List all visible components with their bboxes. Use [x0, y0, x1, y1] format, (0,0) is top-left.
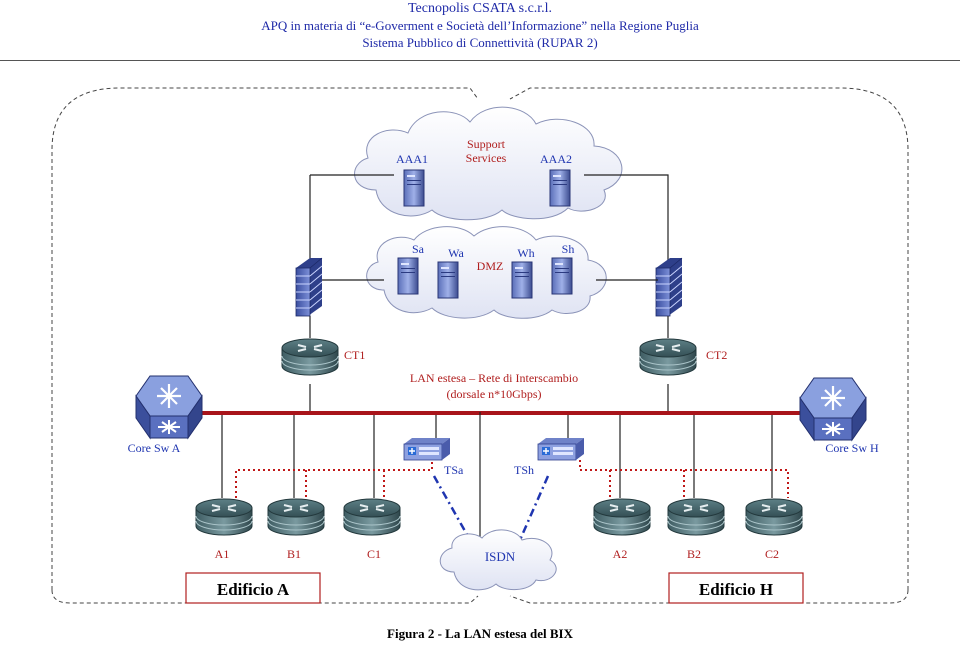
router-a2-label: A2 — [613, 547, 628, 561]
document-header: Tecnopolis CSATA s.c.r.l. APQ in materia… — [0, 0, 960, 51]
isdn-label: ISDN — [485, 549, 516, 564]
header-line-system: Sistema Pubblico di Connettività (RUPAR … — [362, 35, 598, 50]
firewall-left-icon — [295, 257, 323, 317]
header-line-project: APQ in materia di “e-Goverment e Società… — [261, 18, 699, 33]
router-c1-icon — [343, 498, 401, 536]
isdn-cloud — [439, 529, 557, 591]
wh-label: Wh — [517, 246, 534, 260]
ct1-router-icon — [281, 338, 339, 376]
sa-label: Sa — [412, 242, 425, 256]
aaa2-server-icon — [549, 169, 571, 207]
support-services-label-line1: Support — [467, 137, 506, 151]
building-h-box — [668, 572, 804, 604]
core-switch-a-icon — [134, 374, 204, 440]
router-a1-icon — [195, 498, 253, 536]
core-sw-h-label: Core Sw H — [825, 441, 879, 455]
sa-server-icon — [397, 257, 419, 295]
backbone-bus — [190, 411, 822, 415]
sh-label: Sh — [562, 242, 575, 256]
wh-server-icon — [511, 261, 533, 299]
tsh-label: TSh — [514, 463, 534, 477]
ct2-router-icon — [639, 338, 697, 376]
wa-server-icon — [437, 261, 459, 299]
sh-server-icon — [551, 257, 573, 295]
support-services-label-line2: Services — [466, 151, 507, 165]
ct2-label: CT2 — [706, 348, 727, 362]
router-b2-icon — [667, 498, 725, 536]
wa-label: Wa — [448, 246, 464, 260]
router-b2-label: B2 — [687, 547, 701, 561]
building-h-label: Edificio H — [699, 580, 773, 599]
router-a2-icon — [593, 498, 651, 536]
header-line-company: Tecnopolis CSATA s.c.r.l. — [407, 1, 553, 16]
building-a-box — [185, 572, 321, 604]
core-switch-h-icon — [798, 376, 868, 442]
dmz-cloud — [366, 226, 607, 319]
ct1-label: CT1 — [344, 348, 365, 362]
backbone-capacity-label: (dorsale n*10Gbps) — [447, 387, 542, 401]
aaa1-server-icon — [403, 169, 425, 207]
figure-caption: Figura 2 - La LAN estesa del BIX — [387, 626, 573, 641]
header-divider — [0, 60, 960, 61]
aaa2-label: AAA2 — [540, 152, 572, 166]
router-c2-icon — [745, 498, 803, 536]
core-sw-a-label: Core Sw A — [128, 441, 181, 455]
dmz-label: DMZ — [477, 259, 504, 273]
tsh-terminal-server-icon — [537, 437, 585, 461]
router-b1-icon — [267, 498, 325, 536]
router-c1-label: C1 — [367, 547, 381, 561]
firewall-right-icon — [655, 257, 683, 317]
tsa-label: TSa — [444, 463, 464, 477]
tsa-terminal-server-icon — [403, 437, 451, 461]
lan-estesa-label: LAN estesa – Rete di Interscambio — [410, 371, 578, 385]
router-c2-label: C2 — [765, 547, 779, 561]
building-a-label: Edificio A — [217, 580, 290, 599]
aaa1-label: AAA1 — [396, 152, 428, 166]
router-b1-label: B1 — [287, 547, 301, 561]
router-a1-label: A1 — [215, 547, 230, 561]
